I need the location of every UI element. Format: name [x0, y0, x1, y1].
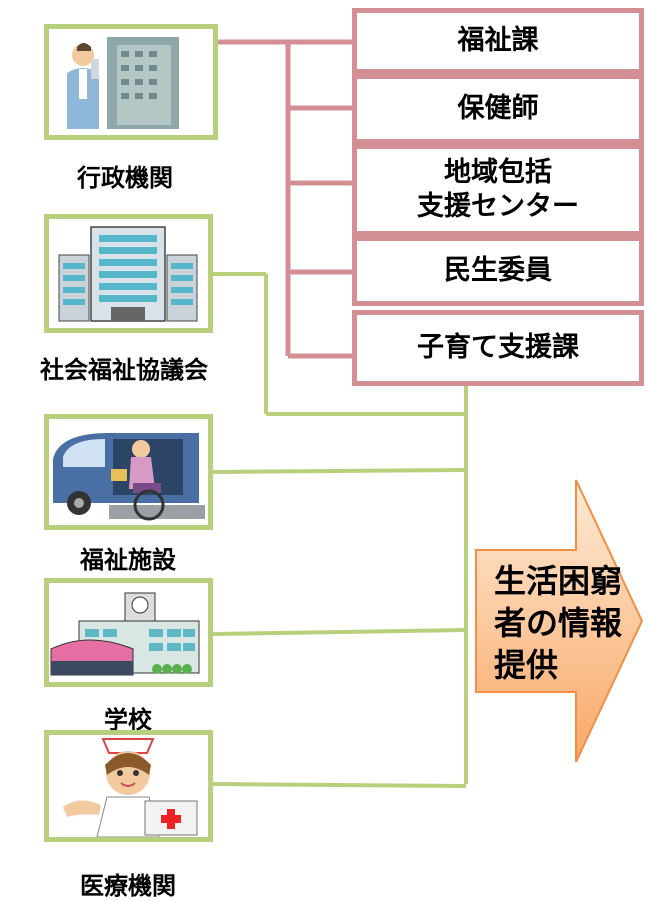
department-box-welfare: 福祉課 — [352, 8, 644, 74]
org-label: 福祉施設 — [80, 546, 176, 574]
org-label: 学校 — [104, 706, 152, 734]
right-arrow-icon — [475, 479, 644, 763]
department-label: 民生委員 — [444, 255, 552, 286]
gov-agency-image-frame — [44, 24, 218, 140]
medical-image-frame — [44, 730, 213, 842]
department-label: 地域包括 支援センター — [417, 157, 579, 222]
department-box-community-support: 地域包括 支援センター — [352, 144, 644, 236]
department-label: 福祉課 — [457, 25, 539, 56]
department-label: 子育て支援課 — [417, 332, 579, 363]
arrow-label: 生活困窮 者の情報 提供 — [494, 562, 623, 684]
org-label: 医療機関 — [80, 872, 176, 900]
school-image-frame — [44, 578, 213, 687]
school-building-icon — [50, 592, 200, 676]
office-building-person-icon — [67, 37, 179, 129]
department-label: 保健師 — [457, 93, 539, 124]
council-image-frame — [44, 214, 213, 333]
government-connectors — [218, 39, 362, 359]
org-label: 行政機関 — [77, 164, 173, 192]
department-box-childcare: 子育て支援課 — [352, 310, 644, 386]
department-box-public-health-nurse: 保健師 — [352, 74, 644, 144]
organization-connectors — [212, 272, 468, 788]
nurse-icon — [63, 738, 198, 837]
org-label: 社会福祉協議会 — [40, 356, 208, 384]
department-box-welfare-commissioner: 民生委員 — [352, 236, 644, 306]
large-building-icon — [58, 226, 198, 322]
wheelchair-van-icon — [53, 433, 205, 521]
facility-image-frame — [44, 414, 213, 530]
